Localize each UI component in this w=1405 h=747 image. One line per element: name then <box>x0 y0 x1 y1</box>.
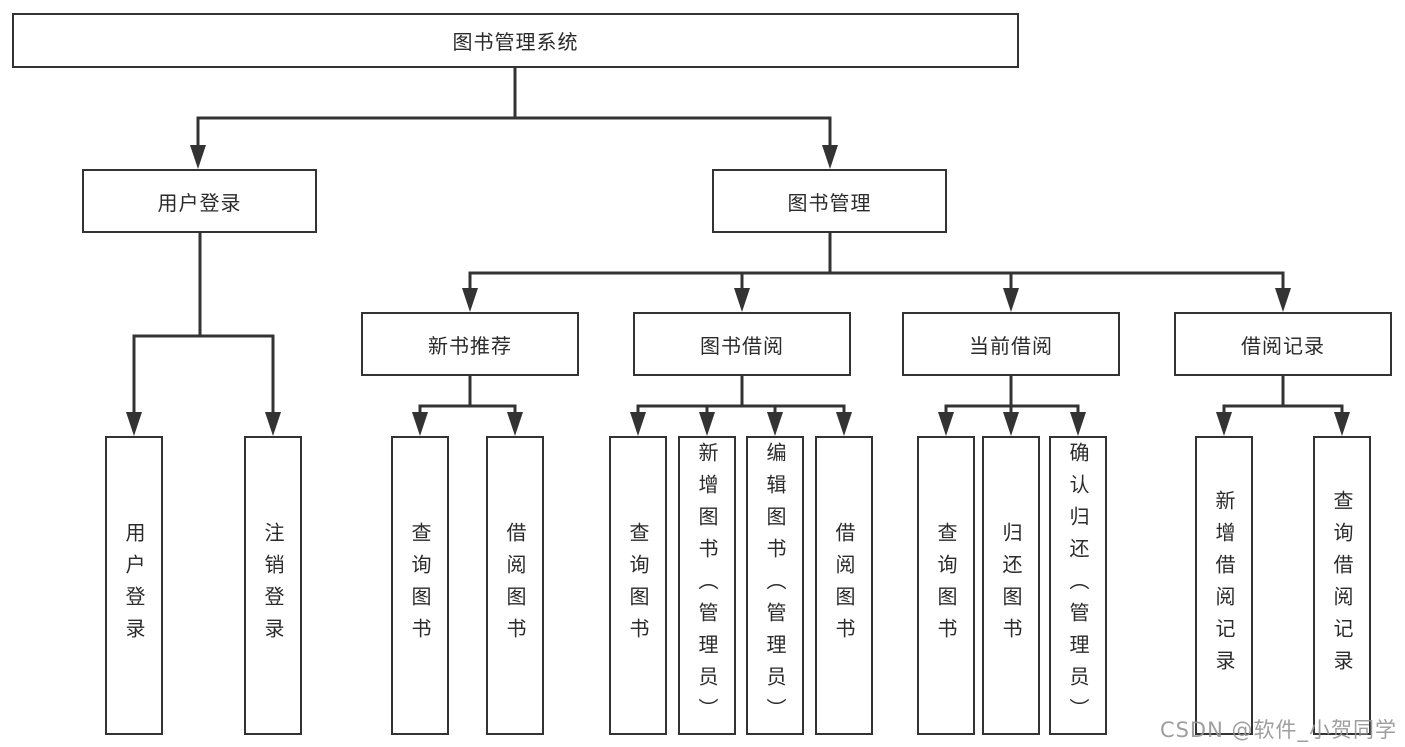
leaf-label: 查询图书 <box>934 521 958 650</box>
node-label: 图书借阅 <box>700 333 784 358</box>
connector-root-to-level2 <box>196 68 832 152</box>
node-label: 图书管理系统 <box>452 30 579 54</box>
leaf-label: 查询借阅记录 <box>1330 489 1354 682</box>
leaf-confirm-return-admin: 确认归还（管理员） <box>1049 436 1107 735</box>
csdn-watermark: CSDN @软件_小贺同学 <box>1159 718 1397 742</box>
connector-newbooks-to-leaves <box>418 376 517 419</box>
leaf-query-books-newbooks: 查询图书 <box>391 436 449 735</box>
node-current-borrowing: 当前借阅 <box>902 312 1120 376</box>
leaf-borrow-books-newbooks: 借阅图书 <box>486 436 544 735</box>
node-book-management: 图书管理 <box>712 169 947 233</box>
node-label: 用户登录 <box>157 190 242 215</box>
leaf-query-books-current: 查询图书 <box>917 436 975 735</box>
arrowheads-leaves <box>412 412 1350 436</box>
leaf-user-login: 用户登录 <box>105 436 163 735</box>
arrowheads-level2 <box>190 145 838 169</box>
leaf-label: 新增图书（管理员） <box>695 441 719 730</box>
node-label: 借阅记录 <box>1241 333 1325 358</box>
leaf-query-borrow-record: 查询借阅记录 <box>1313 436 1371 735</box>
node-label: 新书推荐 <box>428 333 512 358</box>
leaf-label: 查询图书 <box>626 521 650 650</box>
leaf-label: 注销登录 <box>261 521 285 650</box>
leaf-query-books-borrow: 查询图书 <box>609 436 667 735</box>
leaf-edit-books-admin: 编辑图书（管理员） <box>746 436 804 735</box>
leaf-label: 借阅图书 <box>503 521 527 650</box>
leaf-label: 编辑图书（管理员） <box>763 441 787 730</box>
leaf-label: 确认归还（管理员） <box>1066 441 1090 730</box>
connector-bookmgmt-to-level3 <box>468 233 1285 295</box>
leaf-borrow-books-borrow: 借阅图书 <box>815 436 873 735</box>
leaf-label: 借阅图书 <box>832 521 856 650</box>
node-book-borrowing: 图书借阅 <box>633 312 851 376</box>
leaf-logout: 注销登录 <box>244 436 302 735</box>
leaf-add-books-admin: 新增图书（管理员） <box>678 436 736 735</box>
arrowheads-level3 <box>462 288 1291 312</box>
leaf-return-books: 归还图书 <box>982 436 1040 735</box>
node-label: 当前借阅 <box>969 333 1053 358</box>
leaf-label: 用户登录 <box>122 521 146 650</box>
leaf-label: 归还图书 <box>999 521 1023 650</box>
node-label: 图书管理 <box>787 190 872 215</box>
node-borrowing-records: 借阅记录 <box>1174 312 1392 376</box>
node-user-login: 用户登录 <box>82 169 317 233</box>
node-new-book-recommendation: 新书推荐 <box>361 312 579 376</box>
leaf-label: 新增借阅记录 <box>1212 489 1236 682</box>
connector-bookborrow-to-leaves <box>636 376 846 419</box>
leaf-label: 查询图书 <box>408 521 432 650</box>
arrowheads-userlogin-leaves <box>126 412 281 436</box>
node-root-library-system: 图书管理系统 <box>12 13 1019 68</box>
leaf-add-borrow-record: 新增借阅记录 <box>1195 436 1253 735</box>
connector-records-to-leaves <box>1222 376 1344 419</box>
connector-userlogin-to-leaves <box>132 233 275 420</box>
